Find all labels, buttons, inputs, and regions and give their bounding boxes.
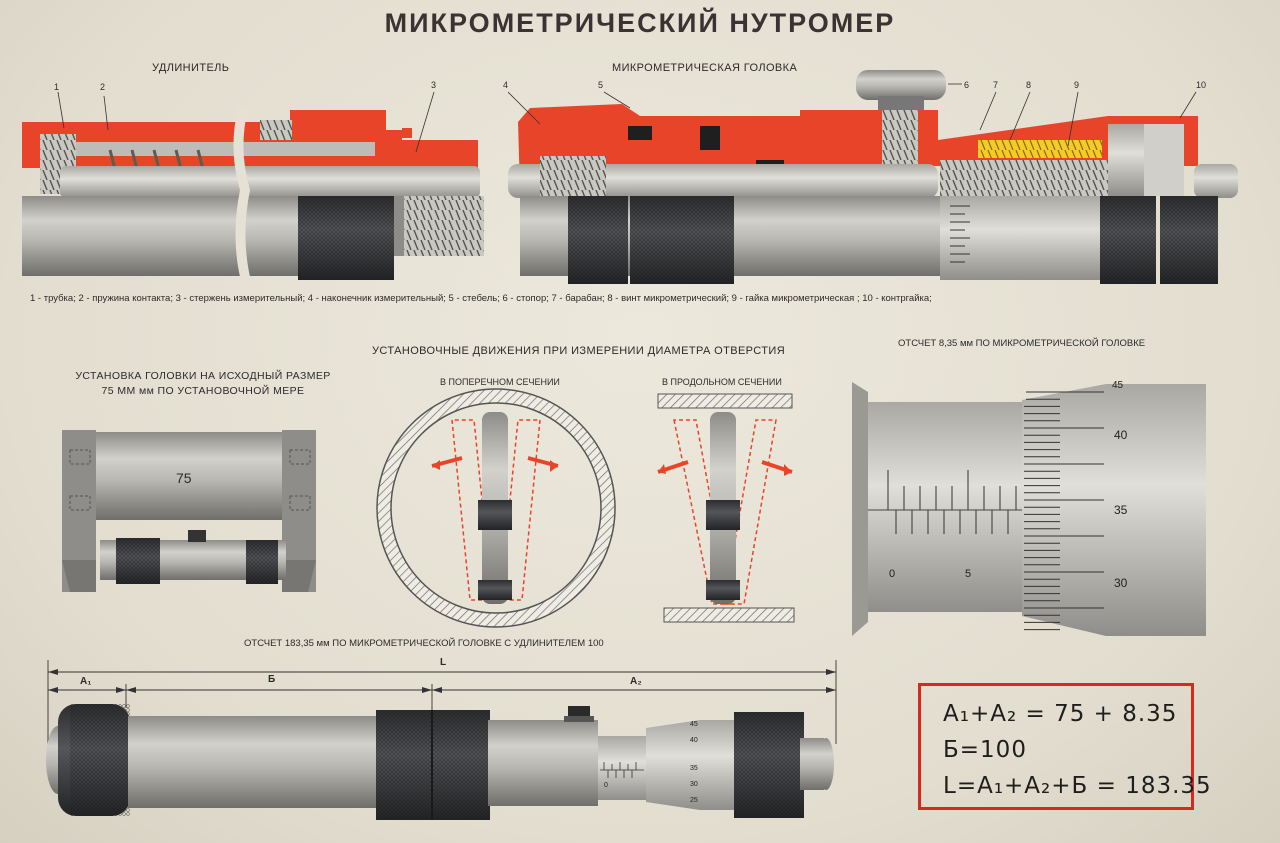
part-number-2: 2	[100, 82, 106, 92]
part-number-9: 9	[1074, 80, 1080, 90]
part-number-7: 7	[993, 80, 999, 90]
setup-caption-line2: 75 ММ мм ПО УСТАНОВОЧНОЙ МЕРЕ	[101, 385, 305, 397]
drum-digit-40: 40	[1114, 428, 1128, 442]
scale-reading-drawing	[852, 382, 1206, 636]
formula-box: А₁+А₂ = 75 + 8.35 Б=100 L=А₁+А₂+Б = 183.…	[918, 683, 1212, 810]
part-number-1: 1	[54, 82, 60, 92]
stem-digit-5: 5	[965, 568, 972, 580]
formula-line-1: А₁+А₂ = 75 + 8.35	[943, 701, 1178, 727]
formula-line-2: Б=100	[943, 737, 1027, 763]
setup-caption-line1: УСТАНОВКА ГОЛОВКИ НА ИСХОДНЫЙ РАЗМЕР	[75, 370, 331, 382]
small-drum-30: 30	[690, 781, 698, 788]
micrometer-head-label: МИКРОМЕТРИЧЕСКАЯ ГОЛОВКА	[612, 62, 798, 74]
part-number-8: 8	[1026, 80, 1032, 90]
page-title: МИКРОМЕТРИЧЕСКИЙ НУТРОМЕР	[384, 8, 896, 38]
formula-line-3: L=А₁+А₂+Б = 183.35	[943, 773, 1212, 799]
gauge-value: 75	[176, 470, 192, 486]
reading-top-caption: ОТСЧЕТ 8,35 мм ПО МИКРОМЕТРИЧЕСКОЙ ГОЛОВ…	[898, 338, 1146, 349]
movements-title: УСТАНОВОЧНЫЕ ДВИЖЕНИЯ ПРИ ИЗМЕРЕНИИ ДИАМ…	[372, 345, 786, 357]
stem-digit-0: 0	[889, 568, 896, 580]
parts-legend: 1 - трубка; 2 - пружина контакта; 3 - ст…	[30, 293, 932, 304]
part-number-3: 3	[431, 80, 437, 90]
part-number-4: 4	[503, 80, 509, 90]
dim-l: L	[440, 657, 447, 668]
drum-digit-45: 45	[1112, 380, 1124, 391]
extension-section-drawing	[22, 108, 484, 285]
assembled-micrometer-drawing	[46, 660, 837, 820]
drum-digit-30: 30	[1114, 576, 1128, 590]
longitudinal-section-label: В ПРОДОЛЬНОМ СЕЧЕНИИ	[662, 377, 782, 387]
small-drum-25: 25	[690, 797, 698, 804]
dim-b: Б	[268, 674, 276, 685]
part-number-5: 5	[598, 80, 604, 90]
small-drum-35: 35	[690, 765, 698, 772]
small-drum-45: 45	[690, 721, 698, 728]
longitudinal-section-drawing	[657, 393, 795, 623]
small-stem-0: 0	[604, 782, 608, 789]
cross-section-label: В ПОПЕРЕЧНОМ СЕЧЕНИИ	[440, 377, 560, 387]
micrometer-head-section-drawing	[57, 70, 1238, 284]
cross-section-drawing	[376, 388, 616, 628]
reading-bottom-caption: ОТСЧЕТ 183,35 мм ПО МИКРОМЕТРИЧЕСКОЙ ГОЛ…	[244, 638, 604, 649]
setup-gauge-drawing	[62, 430, 316, 592]
dim-a1: А₁	[80, 676, 92, 687]
part-number-10: 10	[1196, 80, 1207, 90]
dim-a2: А₂	[630, 676, 642, 687]
small-drum-40: 40	[690, 737, 698, 744]
extension-label: УДЛИНИТЕЛЬ	[152, 62, 230, 74]
part-number-6: 6	[964, 80, 970, 90]
drum-digit-35: 35	[1114, 503, 1128, 517]
